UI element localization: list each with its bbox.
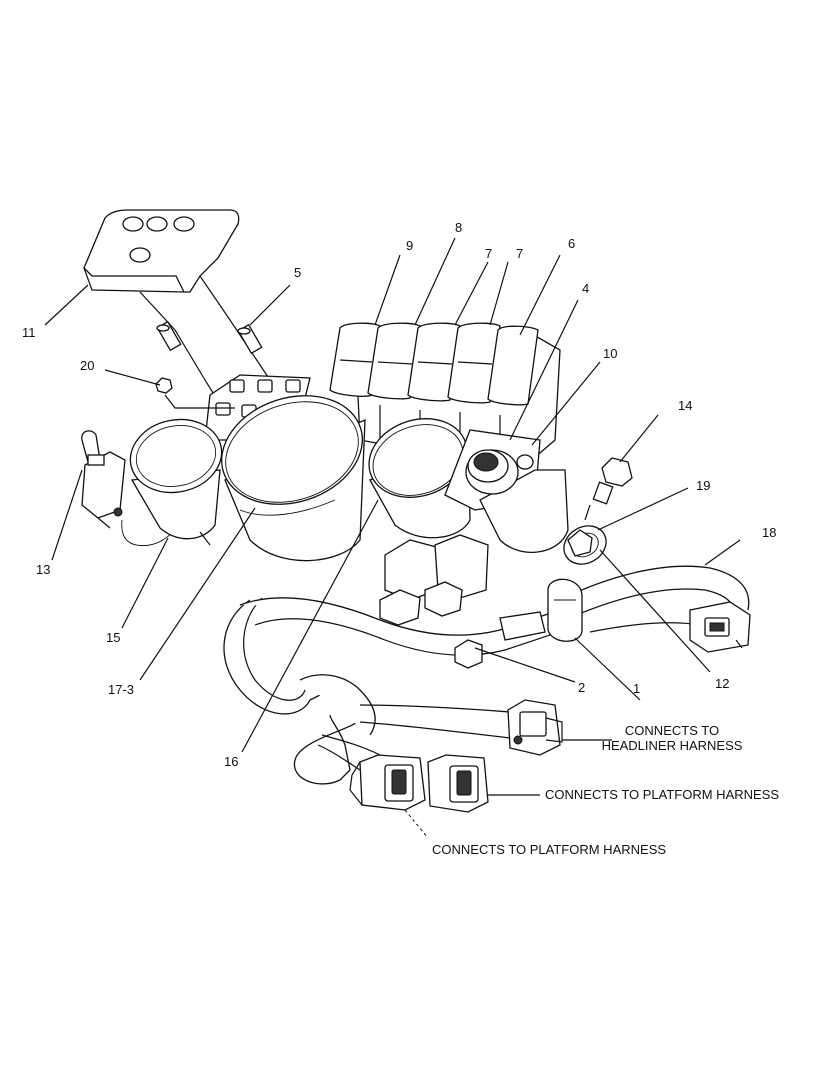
callout-labels: 1 2 4 5 6 7 7 8 9 10 11 12 13 14 15 16 1…: [22, 220, 776, 769]
grommet: [563, 525, 607, 565]
callout-6: 6: [568, 236, 575, 251]
callout-14: 14: [678, 398, 692, 413]
callout-15: 15: [106, 630, 120, 645]
note-headliner-line1: CONNECTS TO: [625, 723, 719, 738]
callout-19: 19: [696, 478, 710, 493]
connector-18: [689, 601, 751, 653]
callout-11: 11: [22, 325, 36, 340]
leader-lines: [44, 237, 741, 839]
callout-4: 4: [582, 281, 589, 296]
headliner-connector: [507, 699, 563, 756]
panel-plate: [83, 209, 271, 421]
callout-20: 20: [80, 358, 94, 373]
callout-18: 18: [762, 525, 776, 540]
toggle-switch: [81, 430, 126, 529]
platform-connector-left: [349, 754, 426, 811]
note-platform-bottom: CONNECTS TO PLATFORM HARNESS: [432, 842, 666, 857]
callout-1: 1: [633, 681, 640, 696]
note-headliner-line2: HEADLINER HARNESS: [602, 738, 743, 753]
callout-12: 12: [715, 676, 729, 691]
stud: [156, 320, 263, 355]
connection-notes: CONNECTS TO HEADLINER HARNESS CONNECTS T…: [432, 723, 779, 857]
callout-8: 8: [455, 220, 462, 235]
callout-16: 16: [224, 754, 238, 769]
callout-13: 13: [36, 562, 50, 577]
callout-9: 9: [406, 238, 413, 253]
nut: [155, 377, 173, 394]
note-platform-right: CONNECTS TO PLATFORM HARNESS: [545, 787, 779, 802]
callout-2: 2: [578, 680, 585, 695]
callout-17-3: 17-3: [108, 682, 134, 697]
callout-10: 10: [603, 346, 617, 361]
relay-cluster: [379, 534, 546, 669]
harness-clip: [547, 578, 583, 642]
callout-7a: 7: [485, 246, 492, 261]
small-gauge: [129, 418, 223, 546]
callout-5: 5: [294, 265, 301, 280]
platform-connector-right: [427, 754, 489, 813]
ignition-switch: [444, 429, 569, 553]
callout-7b: 7: [516, 246, 523, 261]
pressure-sender: [584, 457, 633, 521]
medium-gauge: [368, 418, 471, 539]
large-gauge: [221, 395, 366, 562]
